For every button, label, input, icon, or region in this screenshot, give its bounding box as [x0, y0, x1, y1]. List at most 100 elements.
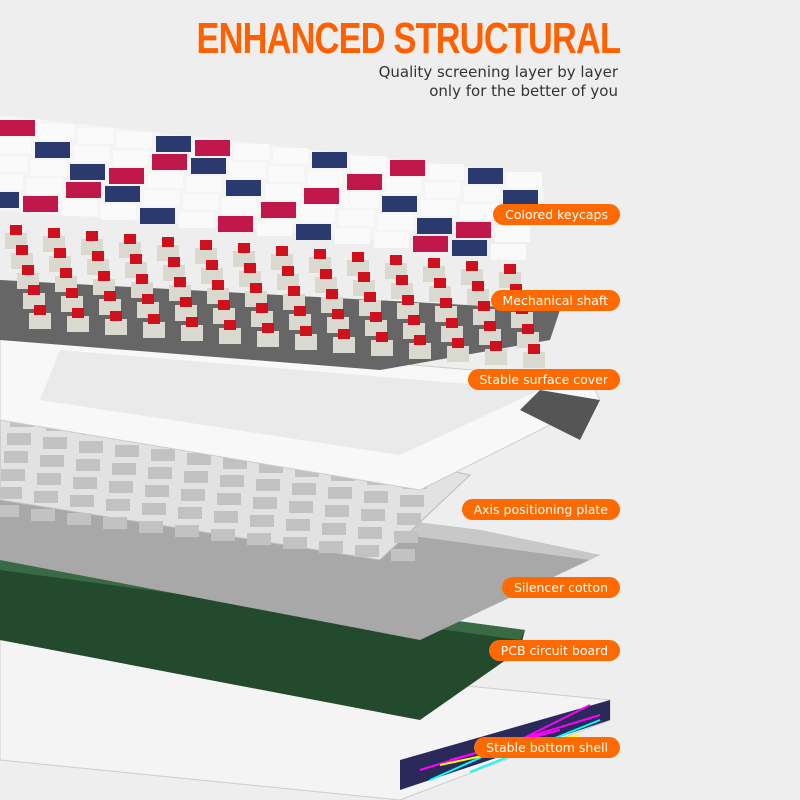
keycap [308, 170, 343, 186]
switch-stem [478, 301, 490, 311]
label-mechanical-shaft: Mechanical shaft [490, 290, 620, 311]
switch-housing [29, 313, 51, 329]
plate-hole [187, 453, 211, 465]
plate-hole [1, 469, 25, 481]
switch-stem [326, 289, 338, 299]
plate-hole [289, 501, 313, 513]
plate-hole [361, 509, 385, 521]
switch-stem [54, 248, 66, 258]
keycap [0, 138, 31, 154]
keycap [468, 168, 503, 184]
switch-stem [244, 263, 256, 273]
plate-hole [79, 441, 103, 453]
keycap [191, 158, 226, 174]
switch-housing [67, 316, 89, 332]
switch-stem [60, 268, 72, 278]
subtitle-line-1: Quality screening layer by layer [378, 63, 618, 81]
switch-stem [124, 234, 136, 244]
keycap [156, 136, 191, 152]
switch-stem [66, 288, 78, 298]
switch-stem [200, 240, 212, 250]
subtitle-line-2: only for the better of you [429, 82, 618, 100]
keycap [261, 202, 296, 218]
switch-stem [168, 257, 180, 267]
plate-hole [292, 483, 316, 495]
switch-stem [402, 295, 414, 305]
keycap [456, 222, 491, 238]
plate-hole [181, 489, 205, 501]
keycap [495, 226, 530, 242]
surface-cover-layer [0, 329, 601, 491]
keycap [105, 186, 140, 202]
switch-stem [484, 321, 496, 331]
switch-stem [320, 269, 332, 279]
keycap [347, 174, 382, 190]
label-silencer-cotton: Silencer cotton [501, 577, 620, 598]
switch-stem [332, 309, 344, 319]
switch-stem [282, 266, 294, 276]
plate-hole [0, 487, 22, 499]
keycap [464, 186, 499, 202]
keycap [382, 196, 417, 212]
switch-housing [219, 328, 241, 344]
keycap [312, 152, 347, 168]
keycap [74, 146, 109, 162]
keycap [113, 150, 148, 166]
switch-stem [522, 324, 534, 334]
keycap [109, 168, 144, 184]
keycap [452, 240, 487, 256]
switch-stem [408, 315, 420, 325]
keycap [66, 182, 101, 198]
switch-housing [447, 346, 469, 362]
label-stable-bottom-shell: Stable bottom shell [474, 737, 620, 758]
keycap [0, 192, 19, 208]
switch-housing [485, 349, 507, 365]
switch-stem [162, 237, 174, 247]
plate-hole [4, 451, 28, 463]
switch-stem [104, 291, 116, 301]
switch-stem [414, 335, 426, 345]
switch-stem [136, 274, 148, 284]
plate-hole [67, 513, 91, 525]
keycap [187, 176, 222, 192]
switch-stem [352, 252, 364, 262]
plate-hole [112, 463, 136, 475]
switch-stem [28, 285, 40, 295]
plate-hole [142, 503, 166, 515]
switch-stem [98, 271, 110, 281]
plate-hole [73, 477, 97, 489]
keycap [78, 128, 113, 144]
keycap [70, 164, 105, 180]
switch-stem [86, 231, 98, 241]
switch-stem [72, 308, 84, 318]
switch-stem [390, 255, 402, 265]
switch-stem [504, 264, 516, 274]
plate-hole [103, 517, 127, 529]
keycap [0, 174, 23, 190]
switch-stem [510, 284, 522, 294]
switch-stem [16, 245, 28, 255]
keycap [62, 200, 97, 216]
keycap [491, 244, 526, 260]
switch-stem [206, 260, 218, 270]
keycap [374, 232, 409, 248]
keycap [417, 218, 452, 234]
keycap [269, 166, 304, 182]
keycap [140, 208, 175, 224]
plate-hole [31, 509, 55, 521]
switch-stem [294, 306, 306, 316]
switch-stem [490, 341, 502, 351]
switch-stem [110, 311, 122, 321]
switch-stem [288, 286, 300, 296]
keycap [386, 178, 421, 194]
switch-housing [371, 340, 393, 356]
plate-hole [40, 455, 64, 467]
keycap [195, 140, 230, 156]
plate-hole [391, 549, 415, 561]
keycap [296, 224, 331, 240]
keycap [507, 172, 542, 188]
page-title: ENHANCED STRUCTURAL [196, 14, 620, 63]
keycap [179, 212, 214, 228]
plate-hole [355, 545, 379, 557]
